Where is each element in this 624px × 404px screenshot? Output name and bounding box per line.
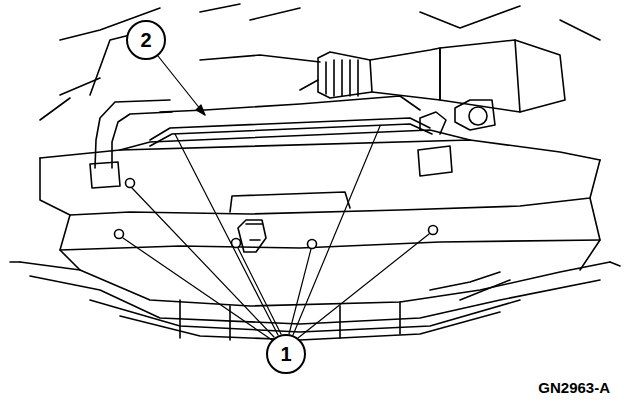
bolts [115,179,438,249]
callout-circle [267,335,305,373]
figure-code: GN2963-A [536,379,612,396]
bumper-fascia [40,140,600,270]
engine-bay [40,4,600,120]
callout-number: 1 [280,344,291,364]
radiator-hose [90,100,172,188]
leader-lines [123,56,429,340]
callout-circle [127,21,165,59]
lower-grille [10,262,620,340]
radiator-support [120,96,470,176]
air-intake [300,40,565,130]
callout-number: 2 [140,30,151,50]
